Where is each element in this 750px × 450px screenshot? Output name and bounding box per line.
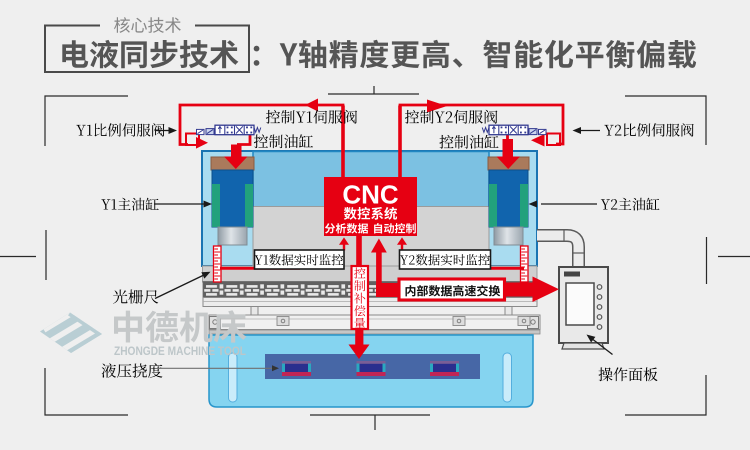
svg-text:ZHONGDE MACHINE TOOL: ZHONGDE MACHINE TOOL xyxy=(114,346,246,358)
svg-text:CNC: CNC xyxy=(342,180,399,210)
